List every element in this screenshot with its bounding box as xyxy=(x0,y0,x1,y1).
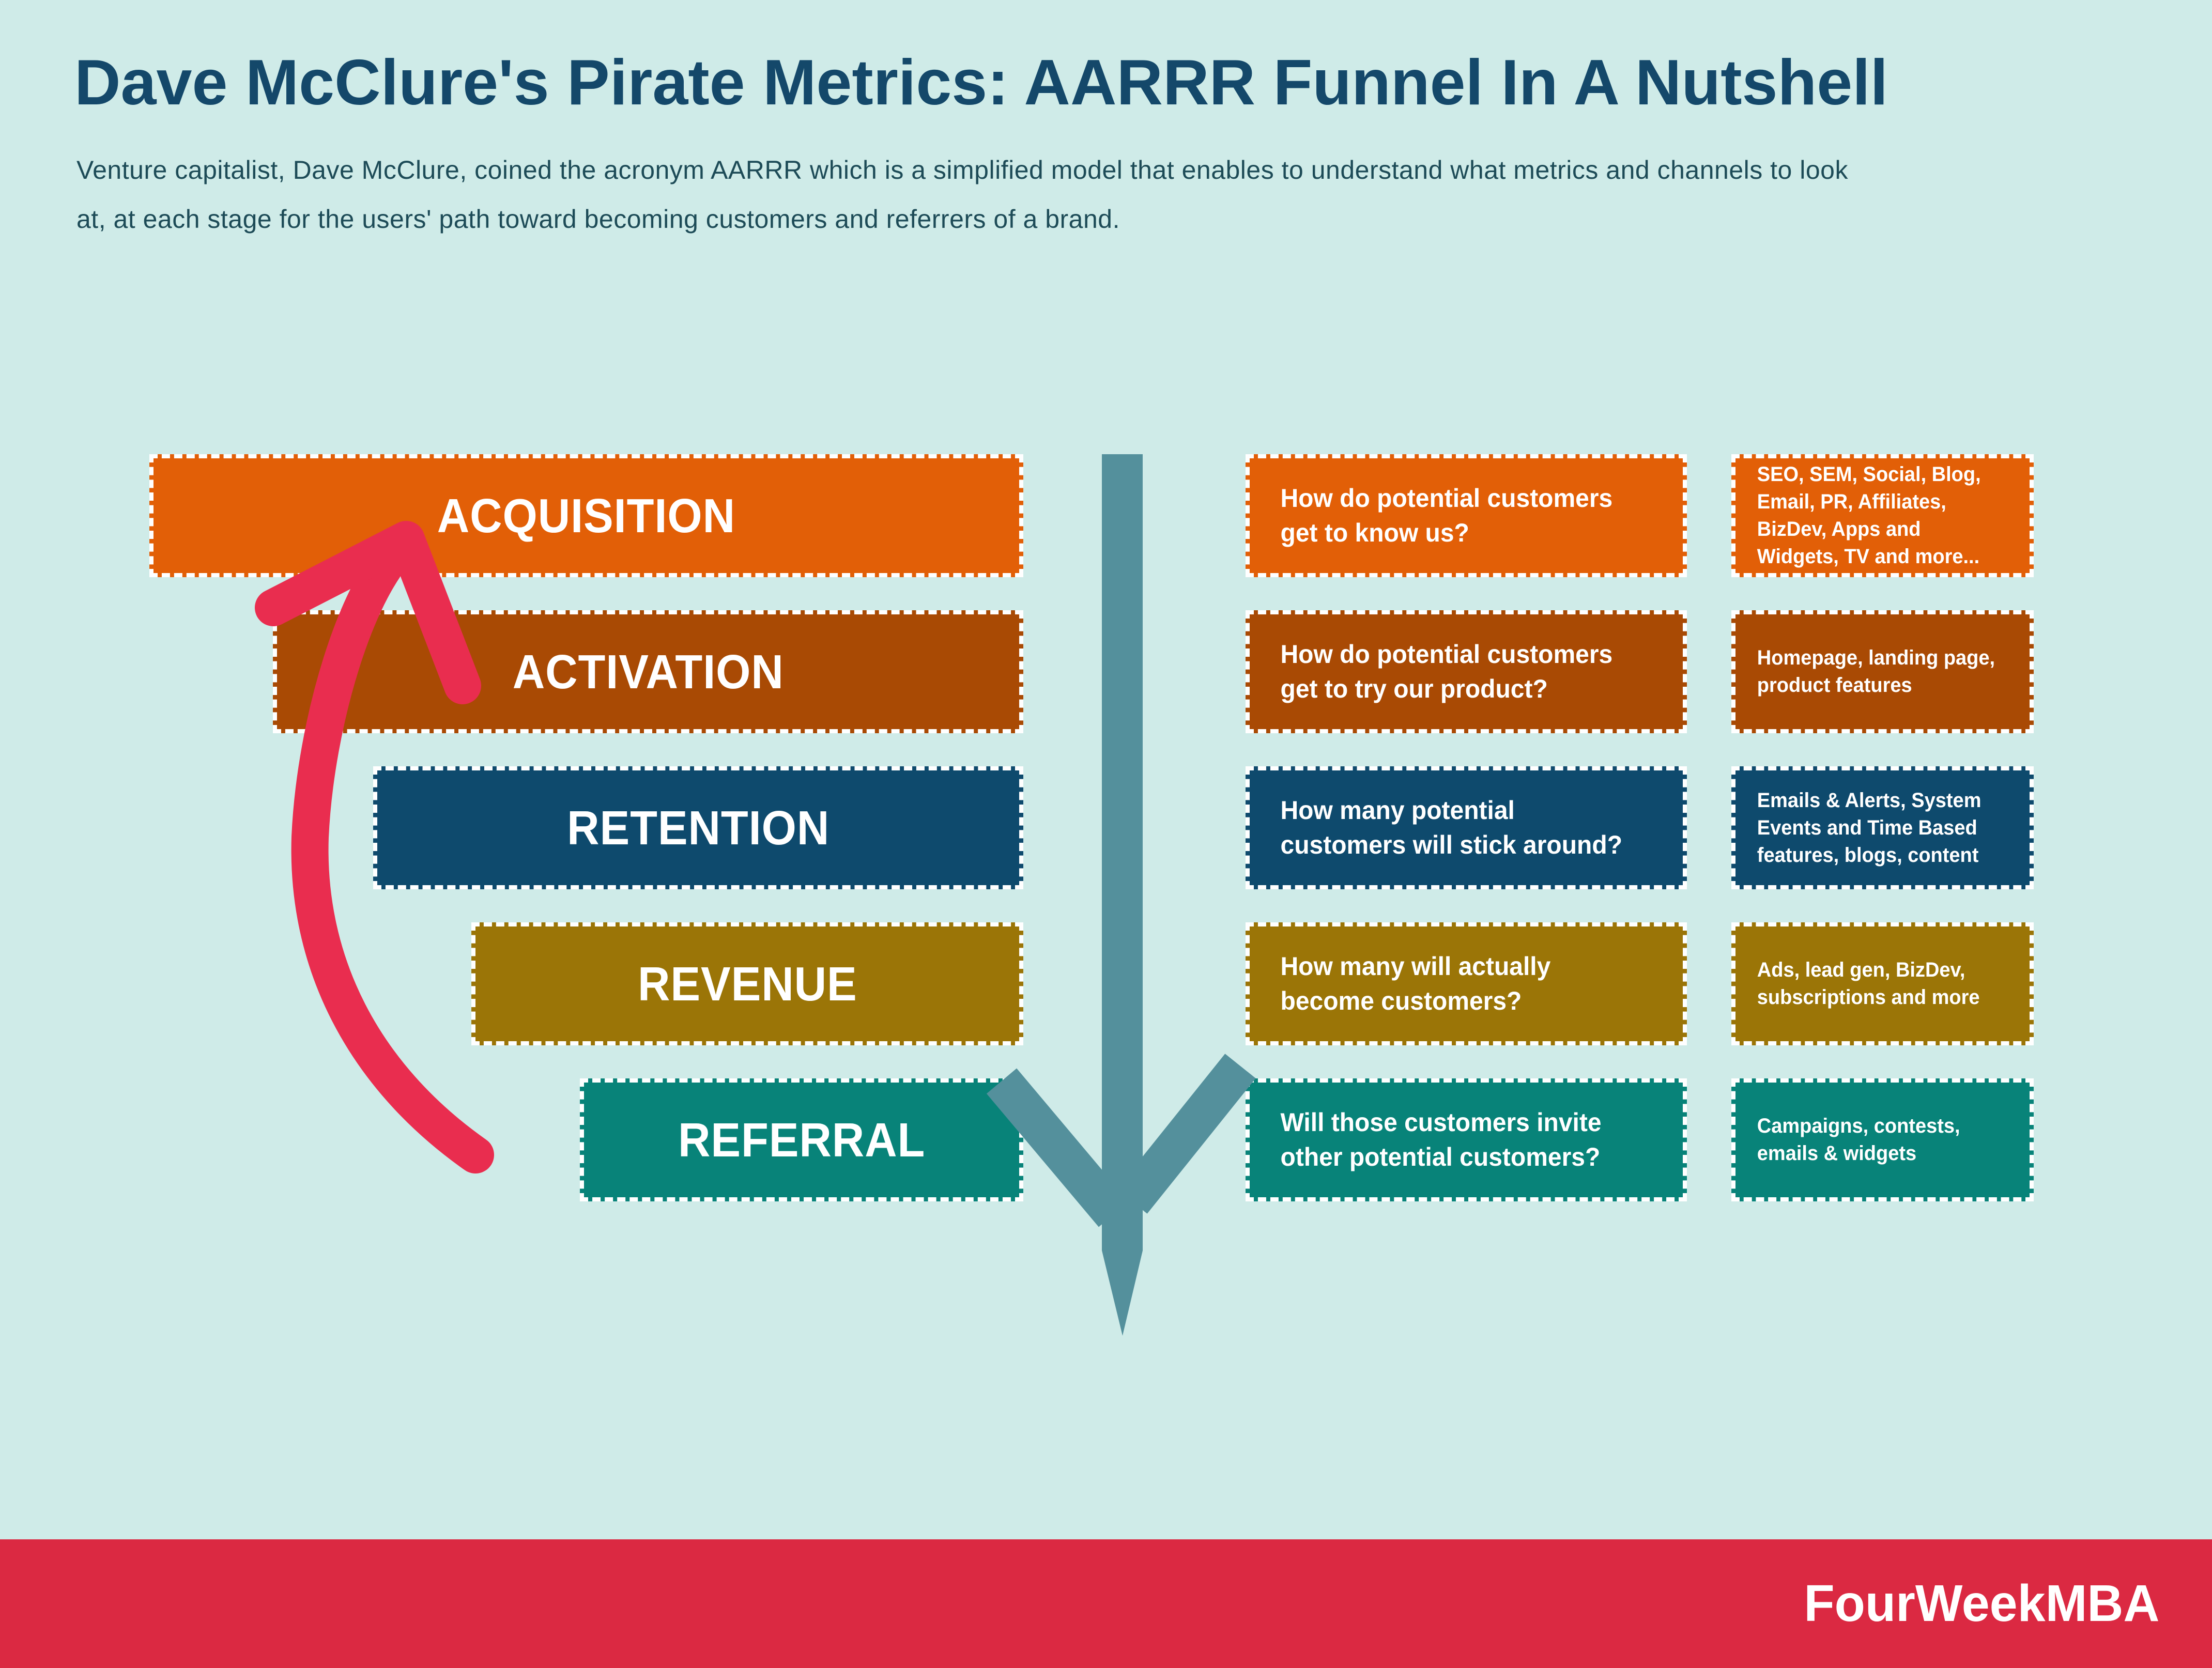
brand-logo: FourWeekMBA xyxy=(1804,1574,2160,1632)
page-subtitle: Venture capitalist, Dave McClure, coined… xyxy=(76,156,1848,234)
stage-box-revenue: REVENUE xyxy=(471,922,1023,1045)
footer-bar: FourWeekMBA xyxy=(0,1539,2212,1668)
question-box-revenue: How many will actually become customers? xyxy=(1246,922,1687,1045)
stage-box-retention: RETENTION xyxy=(373,766,1023,889)
question-text: How do potential customers get to try ou… xyxy=(1280,640,1613,703)
channels-box-acquisition: SEO, SEM, Social, Blog, Email, PR, Affil… xyxy=(1731,454,2034,577)
stage-label: REVENUE xyxy=(637,956,857,1011)
question-text: How do potential customers get to know u… xyxy=(1280,484,1613,547)
page-title: Dave McClure's Pirate Metrics: AARRR Fun… xyxy=(74,47,1888,118)
question-box-acquisition: How do potential customers get to know u… xyxy=(1246,454,1687,577)
question-text: How many will actually become customers? xyxy=(1280,952,1551,1015)
channels-box-retention: Emails & Alerts, System Events and Time … xyxy=(1731,766,2034,889)
stage-box-referral: REFERRAL xyxy=(580,1078,1023,1201)
down-arrow xyxy=(986,454,1256,1336)
stage-label: RETENTION xyxy=(566,800,830,855)
channels-text: SEO, SEM, Social, Blog, Email, PR, Affil… xyxy=(1757,463,1981,568)
channels-box-revenue: Ads, lead gen, BizDev, subscriptions and… xyxy=(1731,922,2034,1045)
stage-label: ACQUISITION xyxy=(437,488,736,543)
channels-box-referral: Campaigns, contests, emails & widgets xyxy=(1731,1078,2034,1201)
question-text: Will those customers invite other potent… xyxy=(1280,1108,1602,1171)
stage-label: REFERRAL xyxy=(678,1113,926,1167)
question-box-retention: How many potential customers will stick … xyxy=(1246,766,1687,889)
channels-text: Homepage, landing page, product features xyxy=(1757,646,1995,697)
channels-box-activation: Homepage, landing page, product features xyxy=(1731,610,2034,733)
question-box-referral: Will those customers invite other potent… xyxy=(1246,1078,1687,1201)
channels-text: Ads, lead gen, BizDev, subscriptions and… xyxy=(1757,959,1980,1009)
channels-text: Emails & Alerts, System Events and Time … xyxy=(1757,789,1981,867)
question-box-activation: How do potential customers get to try ou… xyxy=(1246,610,1687,733)
question-text: How many potential customers will stick … xyxy=(1280,796,1623,859)
stage-box-activation: ACTIVATION xyxy=(273,610,1023,733)
channels-text: Campaigns, contests, emails & widgets xyxy=(1757,1115,1960,1165)
stage-label: ACTIVATION xyxy=(512,644,784,699)
stage-box-acquisition: ACQUISITION xyxy=(149,454,1023,577)
